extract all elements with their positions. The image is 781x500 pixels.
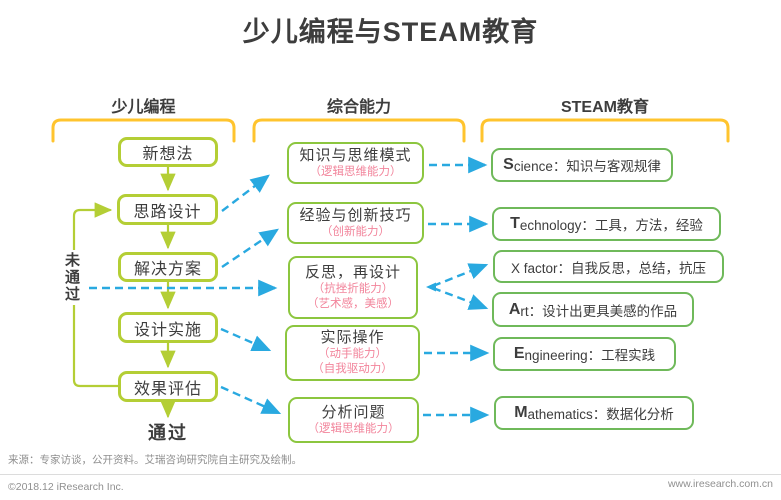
flow-step-label: 效果评估 xyxy=(133,380,202,398)
ability-subtitle: （艺术感，美感） xyxy=(307,297,399,310)
arrow-reflect-to-xfactor xyxy=(432,263,489,288)
flow-step-idea-design: 思路设计 xyxy=(117,194,218,225)
source-note: 来源：专家访谈，公开资料。艾瑞咨询研究院自主研究及绘制。 xyxy=(8,454,302,466)
ability-subtitle: （动手能力） xyxy=(318,348,387,361)
flow-step-label: 设计实施 xyxy=(133,321,202,339)
ability-title: 经验与创新技巧 xyxy=(299,206,412,224)
bracket-programming xyxy=(51,118,236,143)
bracket-steam xyxy=(480,118,730,143)
arrow-implement-to-practice xyxy=(220,327,272,352)
steam-text: athematics：数据化分析 xyxy=(527,407,674,422)
steam-text: ngineering：工程实践 xyxy=(524,348,656,363)
column-header-abilities: 综合能力 xyxy=(326,99,391,116)
arrow-reflect-to-art xyxy=(432,286,489,310)
column-header-steam: STEAM教育 xyxy=(560,99,649,116)
ability-reflect-redesign: 反思，再设计 （抗挫折能力） （艺术感，美感） xyxy=(288,256,418,319)
fail-label: 未通过 xyxy=(61,250,82,305)
steam-text: X factor：自我反思，总结，抗压 xyxy=(510,260,707,276)
ability-analyze-problem: 分析问题 （逻辑思维能力） xyxy=(288,397,419,443)
ability-subtitle: （创新能力） xyxy=(321,225,390,238)
arrow-back-to-reflect-head xyxy=(426,282,436,292)
ability-title: 分析问题 xyxy=(321,403,386,421)
flow-step-label: 思路设计 xyxy=(133,203,202,221)
flow-step-new-idea: 新想法 xyxy=(118,137,218,167)
ability-practical-operation: 实际操作 （动手能力） （自我驱动力） xyxy=(285,325,420,381)
steam-lead-letter: T xyxy=(510,215,520,232)
ability-subtitle: （逻辑思维能力） xyxy=(309,165,402,178)
flow-step-label: 解决方案 xyxy=(133,261,202,278)
ability-title: 实际操作 xyxy=(320,329,385,347)
flow-step-label: 新想法 xyxy=(142,146,194,163)
ability-title: 知识与思维模式 xyxy=(299,146,412,164)
page-title: 少儿编程与STEAM教育 xyxy=(242,17,539,47)
ability-subtitle: （自我驱动力） xyxy=(312,363,393,375)
steam-xfactor: X factor：自我反思，总结，抗压 xyxy=(493,250,724,283)
steam-text: cience：知识与客观规律 xyxy=(513,159,661,174)
flow-step-evaluation: 效果评估 xyxy=(118,371,218,402)
arrow-ideadesign-to-knowledge xyxy=(221,174,270,212)
steam-lead-letter: E xyxy=(513,345,525,362)
ability-experience-innovation: 经验与创新技巧 （创新能力） xyxy=(287,202,424,244)
bracket-abilities xyxy=(252,118,466,143)
ability-subtitle: （抗挫折能力） xyxy=(312,282,394,295)
column-header-programming: 少儿编程 xyxy=(111,99,176,116)
footer-divider xyxy=(0,474,781,475)
ability-subtitle: （逻辑思维能力） xyxy=(307,422,400,435)
steam-lead-letter: S xyxy=(503,156,514,173)
pass-label: 通过 xyxy=(148,423,188,443)
steam-lead-letter: M xyxy=(514,404,528,421)
ability-title: 反思，再设计 xyxy=(304,263,401,281)
arrow-evaluate-to-analyze xyxy=(220,385,282,415)
steam-text: rt：设计出更具美感的作品 xyxy=(520,303,678,319)
copyright-text: ©2018.12 iResearch Inc. xyxy=(8,481,124,493)
ability-knowledge-thinking: 知识与思维模式 （逻辑思维能力） xyxy=(287,142,424,184)
steam-text: echnology：工具，方法，经验 xyxy=(519,218,703,233)
flow-step-implementation: 设计实施 xyxy=(118,312,218,343)
website-text: www.iresearch.com.cn xyxy=(667,478,773,490)
steam-lead-letter: A xyxy=(508,300,521,318)
flow-step-solution: 解决方案 xyxy=(118,252,218,282)
arrow-solution-to-experience xyxy=(221,228,279,268)
